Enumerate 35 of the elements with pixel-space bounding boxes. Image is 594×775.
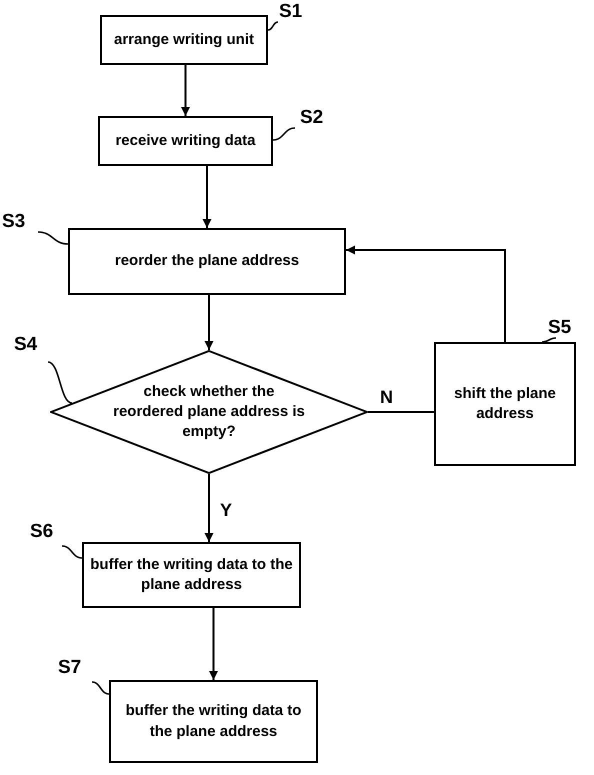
step-label: S5 [548,318,572,339]
process-box [98,116,273,166]
arrow [202,166,212,228]
step-label: S1 [279,2,302,23]
step-text: check whether the reordered plane address is empty? [112,382,306,442]
step-text: arrange writing unit [112,30,255,50]
step-text: receive writing data [114,130,257,151]
arrow [204,474,214,542]
decision-diamond [50,350,368,474]
step-text: buffer the writing data to the plane address [89,554,294,595]
leader-line [542,337,556,343]
step-text: buffer the writing data to the plane address [124,701,302,742]
leader-line [92,681,110,695]
process-box [82,542,301,608]
arrow [346,246,506,342]
leader-line [272,127,296,141]
step-label: S2 [300,108,324,129]
leader-line [38,231,68,245]
process-box [434,342,576,466]
arrow [209,608,218,680]
leader-line [268,21,278,31]
step-label: S7 [58,658,82,679]
arrow [181,65,190,116]
leader-line [62,545,82,559]
process-box [68,228,346,295]
step-text: shift the plane address [453,384,557,424]
process-box [100,15,268,65]
leader-line [48,361,72,404]
connector-line [368,411,434,413]
step-label: S3 [2,212,26,233]
step-text: reorder the plane address [114,251,300,272]
step-label: S6 [30,522,54,543]
process-box [109,680,318,763]
step-label: S4 [14,335,38,356]
arrow [204,295,214,350]
